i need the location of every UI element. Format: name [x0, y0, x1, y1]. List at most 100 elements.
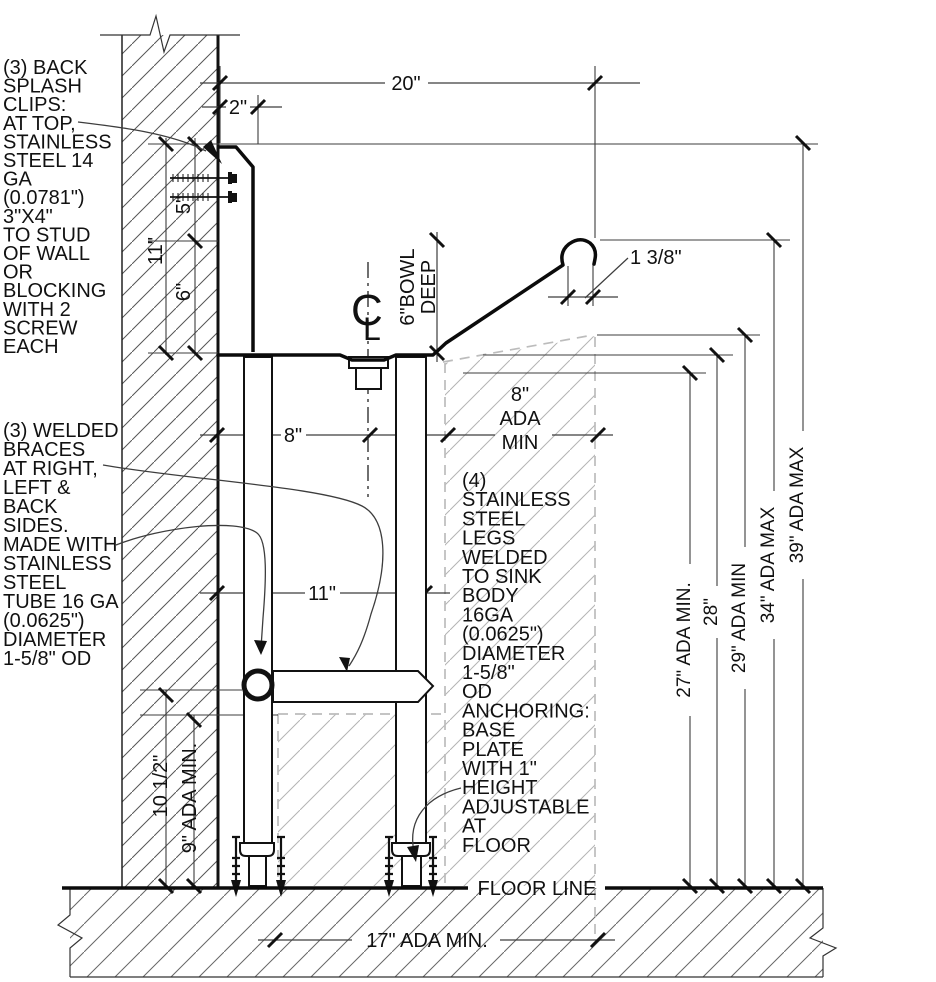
annotation-line: STAINLESS: [462, 489, 571, 511]
braces-upper-arrowhead: [339, 657, 350, 672]
dim-brace-height: 10 1/2": [150, 755, 172, 818]
annotation-line: DIAMETER: [3, 629, 106, 651]
tick-marks-vertical: [157, 134, 812, 895]
dim-center-offset: 8": [284, 425, 302, 447]
annotation-line: SCREW: [3, 317, 78, 339]
annotation-line: STEEL: [462, 508, 525, 530]
annotation-line: AT: [462, 816, 486, 838]
floor-line-label: FLOOR LINE: [478, 878, 597, 900]
annotation-line: LEFT &: [3, 477, 71, 499]
dim-splash-height: 11": [145, 237, 167, 265]
wall-break-symbol: [100, 13, 240, 55]
annotation-line: BLOCKING: [3, 280, 106, 302]
clips-leader: [77, 121, 207, 152]
annotation-line: 3"X4": [3, 206, 53, 228]
braces-lower-arrowhead: [254, 640, 267, 655]
annotation-line: WITH 1": [462, 758, 537, 780]
clips-leader-arrowhead: [203, 140, 222, 164]
mounting-screw: [170, 191, 237, 203]
dim-toe-clearance: 9" ADA MIN.: [179, 743, 201, 853]
side-brace-tube: [272, 670, 435, 703]
dim-knee-1: 8": [511, 384, 529, 406]
slab-right-break: [808, 888, 838, 977]
annotation-line: BASE: [462, 720, 515, 742]
back-brace-tube-section: [241, 668, 275, 702]
anchoring-arrowhead: [407, 845, 419, 862]
braces-leader-lower: [115, 524, 267, 649]
annotation-line: BODY: [462, 585, 519, 607]
annotation-line: EACH: [3, 336, 59, 358]
anchoring-leader: [412, 787, 462, 853]
braces-leader-upper: [102, 464, 384, 667]
dim-top-width: 20": [391, 73, 420, 95]
ada-clearance-zone-hatch: [278, 336, 595, 886]
annotation-line: 16GA: [462, 604, 514, 626]
annotation-line: SPLASH: [3, 76, 82, 98]
annotation-line: (0.0625"): [462, 624, 544, 646]
annotation-line: (0.0781"): [3, 187, 85, 209]
annotation-line: STAINLESS: [3, 131, 112, 153]
welded-braces-note: (3) WELDED BRACES AT RIGHT, LEFT & BACK …: [3, 420, 119, 670]
annotation-line: BRACES: [3, 439, 85, 461]
annotation-line: HEIGHT: [462, 777, 538, 799]
annotation-line: (3) BACK: [3, 57, 88, 79]
annotation-line: MADE WITH: [3, 534, 117, 556]
dim-backsplash-thickness: 2": [229, 97, 247, 119]
annotation-line: PLATE: [462, 739, 524, 761]
annotation-line: OD: [462, 681, 492, 703]
dim-rim-roll: 1 3/8": [630, 247, 682, 269]
dim-bowl-depth-1: 6"BOWL: [397, 248, 419, 325]
centerline-symbol-l: L: [363, 311, 381, 347]
annotation-line: STAINLESS: [3, 553, 112, 575]
dim-ada-29: 29" ADA MIN: [729, 563, 750, 673]
annotation-line: (4): [462, 470, 486, 492]
dim-floor-depth: 17" ADA MIN.: [366, 930, 488, 952]
ada-clearance-dashed-boundary: [277, 334, 596, 938]
annotation-line: STEEL 14: [3, 150, 93, 172]
annotation-line: WELDED: [462, 547, 548, 569]
right-leg: [395, 356, 427, 844]
annotation-line: 1-5/8" OD: [3, 648, 91, 670]
mounting-screw: [170, 172, 237, 184]
annotation-line: ANCHORING:: [462, 700, 590, 722]
legs-anchoring-note: (4) STAINLESS STEEL LEGS WELDED TO SINK …: [462, 470, 590, 857]
annotation-line: AT RIGHT,: [3, 458, 98, 480]
left-foot-stem: [248, 855, 267, 887]
dim-clip-zone: 5": [173, 196, 195, 214]
annotation-line: STEEL: [3, 572, 66, 594]
annotation-line: ADJUSTABLE: [462, 796, 589, 818]
annotation-line: CLIPS:: [3, 94, 66, 116]
annotation-line: 1-5/8": [462, 662, 515, 684]
dim-knee-2: ADA: [499, 408, 541, 430]
left-foot-plate: [239, 842, 275, 857]
slab-left-break: [56, 888, 84, 977]
annotation-line: SIDES.: [3, 515, 69, 537]
leader-lines: [77, 121, 462, 853]
right-foot-stem: [401, 855, 422, 887]
rim-roll-leader: [584, 257, 629, 299]
annotation-line: AT TOP,: [3, 113, 76, 135]
annotation-line: (0.0625"): [3, 610, 85, 632]
dim-ada-39: 39" ADA MAX: [787, 446, 808, 563]
floor-slab-hatch: [70, 888, 823, 977]
annotation-line: DIAMETER: [462, 643, 565, 665]
dim-rim-to-bowl: 6": [173, 283, 195, 301]
annotation-line: BACK: [3, 496, 58, 518]
sink-bowl-and-rolled-rim-profile: [216, 238, 598, 362]
annotation-line: OR: [3, 262, 33, 284]
annotation-line: OF WALL: [3, 243, 90, 265]
annotation-line: GA: [3, 169, 33, 191]
dim-knee-3: MIN: [502, 432, 539, 454]
dim-ada-27: 27" ADA MIN.: [674, 582, 695, 698]
annotation-line: WITH 2: [3, 299, 71, 321]
drain-tailpiece: [355, 367, 382, 390]
dim-leg-spacing: 11": [308, 583, 336, 605]
left-leg: [243, 356, 273, 844]
backsplash-profile: [218, 145, 255, 352]
annotation-line: TO STUD: [3, 224, 90, 246]
centerline-symbol-c: C: [351, 286, 383, 335]
annotation-line: LEGS: [462, 528, 515, 550]
backsplash-clips-note: (3) BACK SPLASH CLIPS: AT TOP, STAINLESS…: [3, 57, 112, 358]
